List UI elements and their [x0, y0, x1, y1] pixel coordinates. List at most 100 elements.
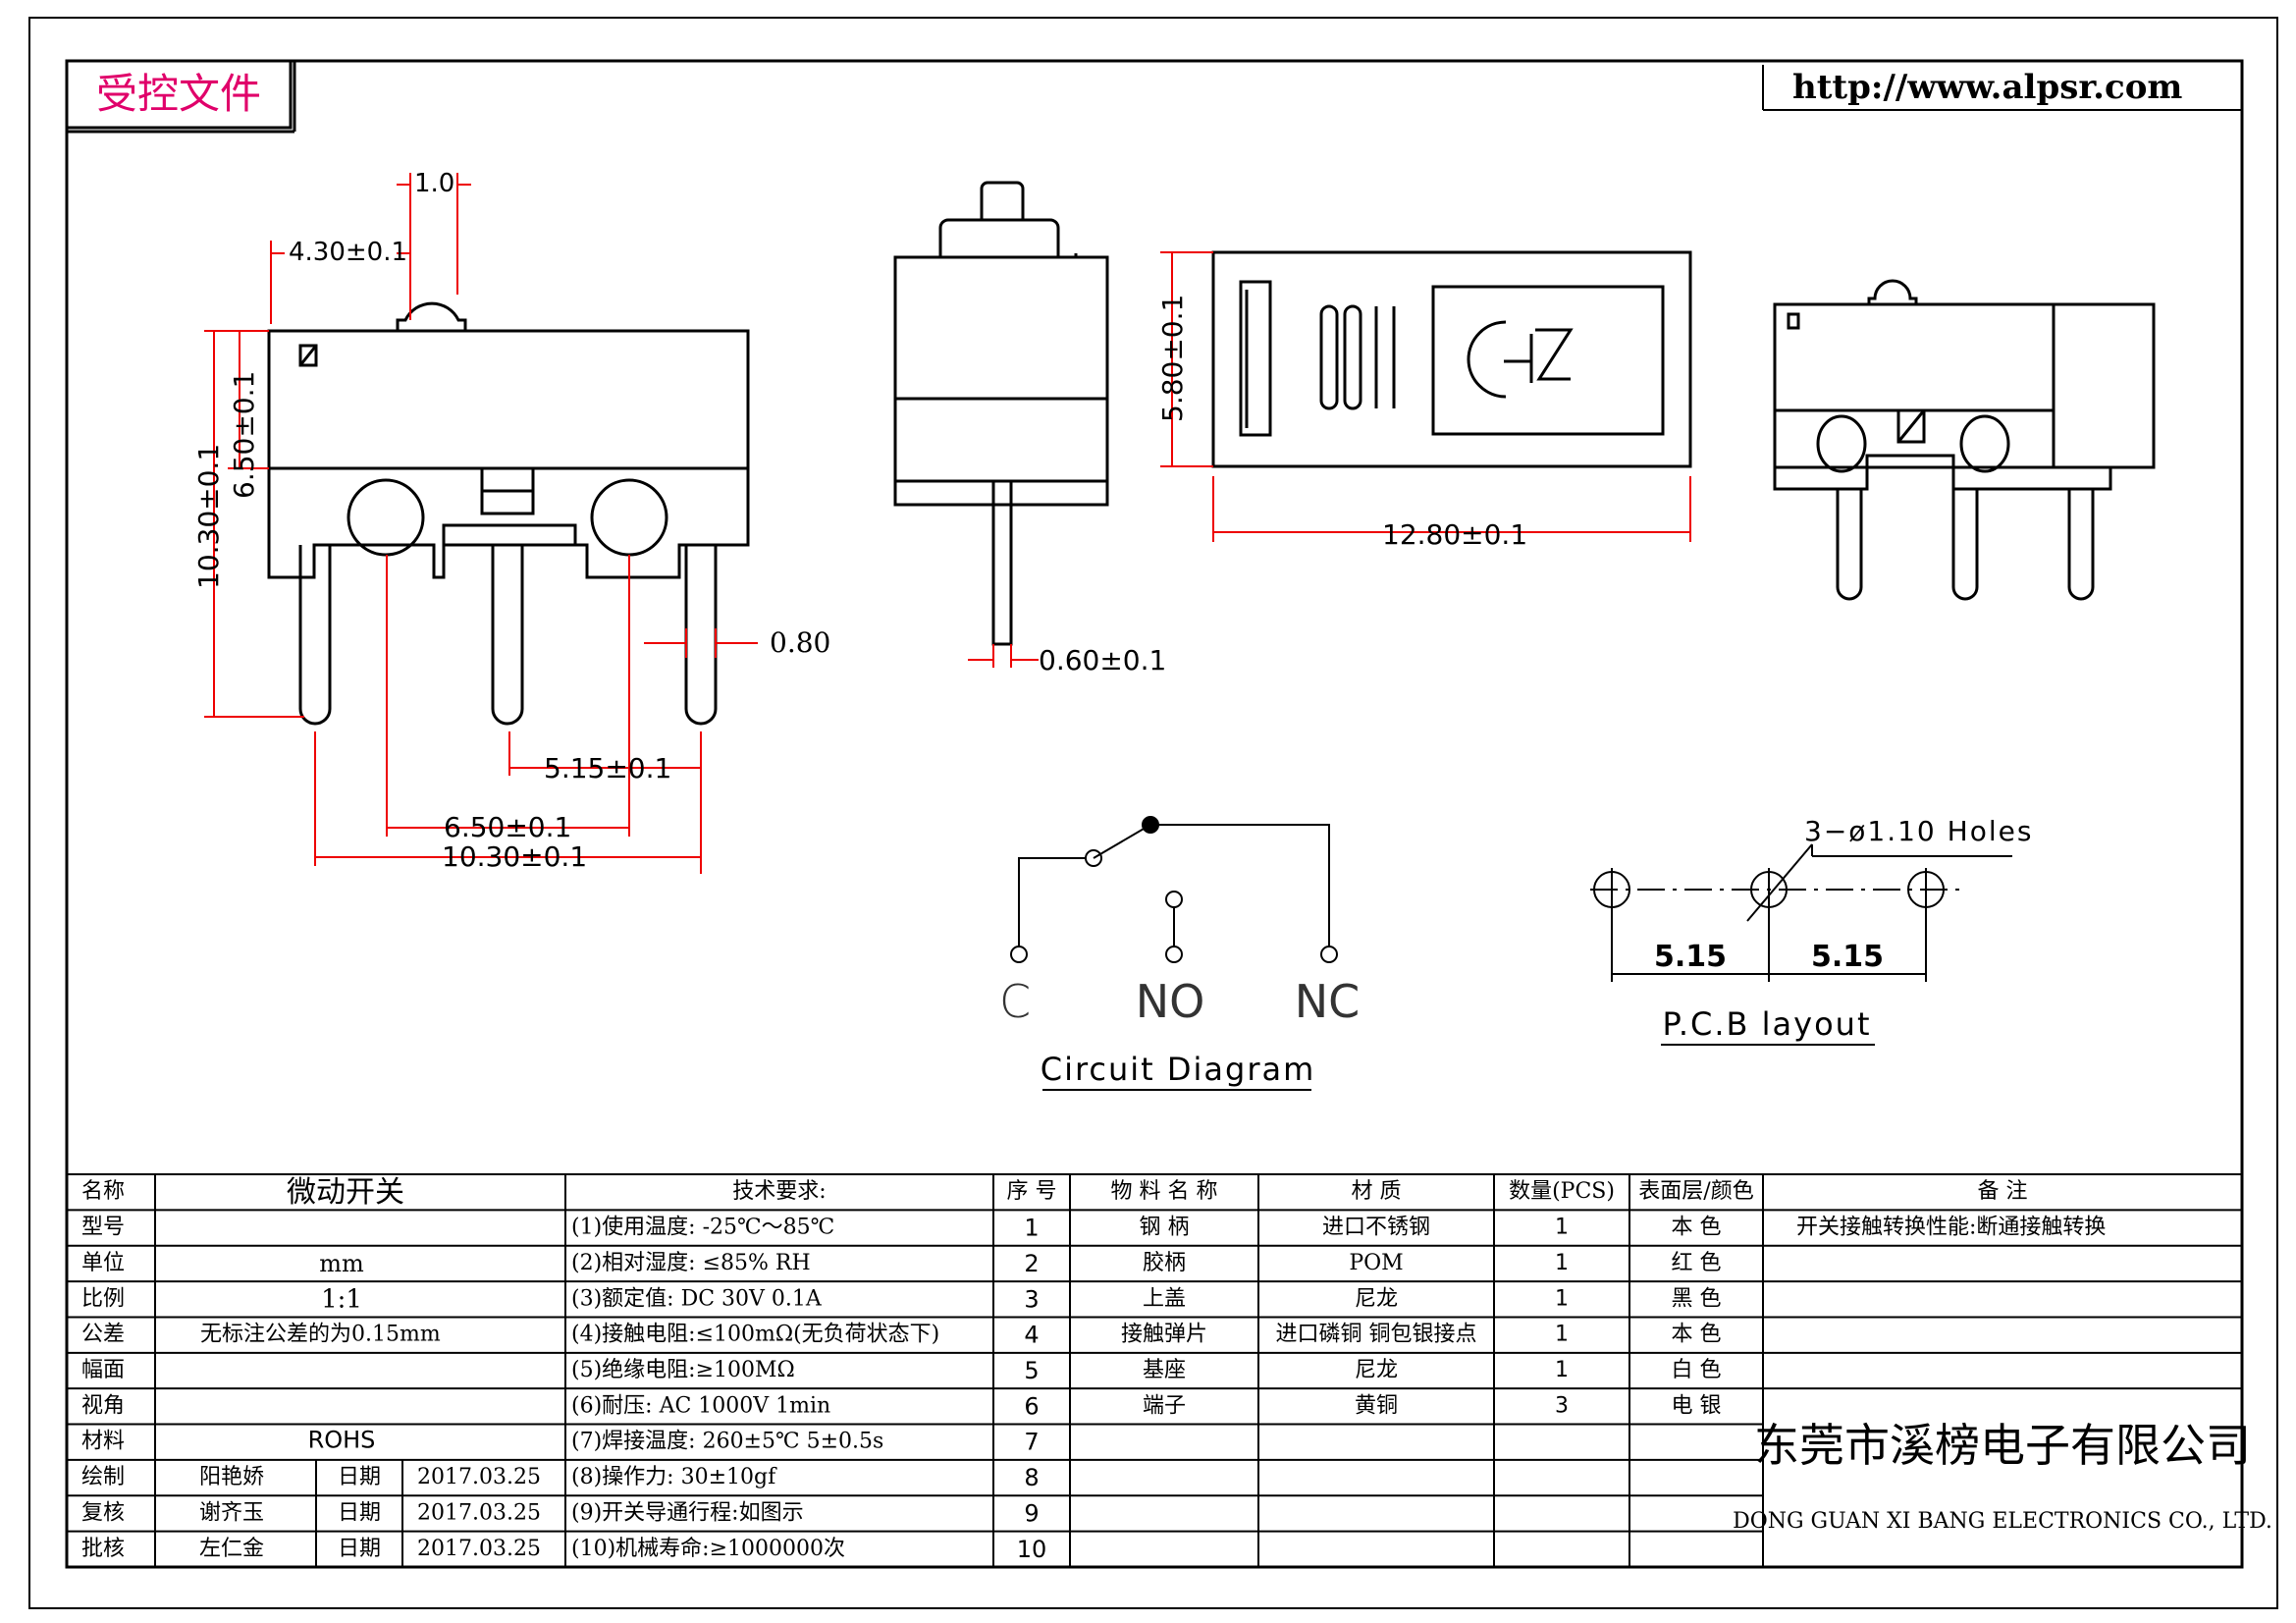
bom-no: 6	[1024, 1392, 1039, 1420]
field-label: 绘制	[81, 1465, 125, 1489]
part-name: 微动开关	[287, 1175, 404, 1210]
signer-name: 阳艳娇	[199, 1465, 264, 1489]
title-block-grid	[67, 1173, 2242, 1567]
bom-finish: 电 银	[1672, 1393, 1722, 1418]
bom-header: 序 号	[1007, 1179, 1057, 1204]
tech-requirement: (10)机械寿命:≥1000000次	[571, 1537, 845, 1561]
side-view	[267, 301, 750, 726]
bom-material: 尼龙	[1355, 1358, 1398, 1382]
controlled-stamp: 受控文件	[96, 70, 261, 118]
dim-6-50-vertical: 6.50±0.1	[228, 371, 260, 499]
circuit-label-c: C	[999, 975, 1031, 1028]
pcb-pitch-2: 5.15	[1811, 940, 1884, 974]
dim-5-15: 5.15±0.1	[544, 752, 671, 784]
field-label: 视角	[81, 1393, 125, 1418]
bom-part: 接触弹片	[1121, 1323, 1207, 1347]
pcb-pitch-1: 5.15	[1654, 940, 1727, 974]
date-label: 日期	[338, 1465, 381, 1489]
bom-qty: 1	[1555, 1216, 1569, 1240]
field-label: 单位	[81, 1251, 125, 1275]
tech-requirement: (8)操作力: 30±10gf	[571, 1465, 777, 1489]
tech-requirement: (1)使用温度: -25℃～85℃	[571, 1216, 834, 1240]
inner-border	[65, 59, 2244, 1569]
bom-header: 材 质	[1352, 1179, 1402, 1204]
tech-header: 技术要求:	[732, 1179, 826, 1204]
bom-qty: 3	[1555, 1393, 1569, 1418]
bom-remark: 开关接触转换性能:断通接触转换	[1796, 1216, 2106, 1240]
tech-requirement: (2)相对湿度: ≤85% RH	[571, 1251, 811, 1275]
bom-qty: 1	[1555, 1323, 1569, 1347]
dim-12-80: 12.80±0.1	[1382, 518, 1527, 551]
bom-qty: 1	[1555, 1286, 1569, 1311]
side-view-dimensions	[204, 173, 758, 874]
field-label: 比例	[81, 1286, 125, 1311]
bom-finish: 白 色	[1672, 1358, 1722, 1382]
rear-view	[1773, 279, 2156, 601]
circuit-diagram	[1010, 816, 1338, 1091]
company-name-en: DONG GUAN XI BANG ELECTRONICS CO., LTD.	[1733, 1509, 2272, 1534]
tech-requirement: (4)接触电阻:≤100mΩ(无负荷状态下)	[571, 1323, 939, 1347]
bom-material: 进口不锈钢	[1322, 1216, 1430, 1240]
pcb-layout	[1590, 843, 2012, 1046]
top-view	[1211, 250, 1692, 468]
bom-material: 进口磷铜 铜包银接点	[1276, 1323, 1477, 1347]
company-name-cn: 东莞市溪榜电子有限公司	[1754, 1419, 2251, 1472]
tech-requirement: (7)焊接温度: 260±5℃ 5±0.5s	[571, 1430, 883, 1454]
bom-no: 1	[1024, 1215, 1039, 1242]
bom-finish: 红 色	[1672, 1251, 1722, 1275]
bom-part: 胶柄	[1143, 1251, 1186, 1275]
unit-value: mm	[319, 1250, 364, 1277]
pcb-holes-label: 3−ø1.10 Holes	[1804, 815, 2033, 847]
field-label: 公差	[81, 1323, 125, 1347]
bom-header: 数量(PCS)	[1509, 1179, 1615, 1204]
dim-10-30-vertical: 10.30±0.1	[192, 444, 225, 589]
bom-no: 7	[1024, 1429, 1039, 1456]
dim-6-50-horizontal: 6.50±0.1	[444, 811, 571, 843]
bom-part: 上盖	[1143, 1286, 1186, 1311]
bom-header: 物 料 名 称	[1111, 1179, 1218, 1204]
signer-date: 2017.03.25	[417, 1465, 541, 1489]
tech-requirement: (9)开关导通行程:如图示	[571, 1500, 804, 1525]
dim-0-80: 0.80	[770, 626, 830, 659]
bom-material: 黄铜	[1355, 1393, 1398, 1418]
circuit-label-nc: NC	[1295, 975, 1361, 1028]
dim-1-0: 1.0	[414, 169, 454, 198]
field-label: 复核	[81, 1500, 125, 1525]
material-value: ROHS	[308, 1427, 376, 1454]
end-view-dimensions	[968, 644, 1039, 668]
signer-date: 2017.03.25	[417, 1537, 541, 1561]
bom-qty: 1	[1555, 1251, 1569, 1275]
bom-finish: 黑 色	[1672, 1286, 1722, 1311]
scale-value: 1:1	[321, 1284, 362, 1314]
bom-no: 9	[1024, 1499, 1039, 1527]
signer-name: 谢齐玉	[199, 1500, 264, 1525]
title-block-text: 名称型号单位比例公差幅面视角材料绘制复核批核微动开关mm1:1无标注公差的为0.…	[81, 1175, 2272, 1563]
field-label: 材料	[81, 1430, 125, 1454]
bom-header: 备 注	[1978, 1179, 2028, 1204]
bom-material: POM	[1349, 1251, 1403, 1275]
tolerance-value: 无标注公差的为0.15mm	[200, 1323, 441, 1347]
date-label: 日期	[338, 1500, 381, 1525]
website-url[interactable]: http://www.alpsr.com	[1792, 68, 2182, 107]
field-label: 幅面	[81, 1358, 125, 1382]
tech-requirement: (6)耐压: AC 1000V 1min	[571, 1393, 830, 1418]
dim-5-80: 5.80±0.1	[1156, 295, 1189, 422]
circuit-label-no: NO	[1136, 975, 1205, 1028]
date-label: 日期	[338, 1537, 381, 1561]
bom-no: 2	[1024, 1250, 1039, 1277]
outer-border	[28, 17, 2278, 1609]
field-label: 名称	[81, 1179, 125, 1204]
controlled-stamp-box	[65, 59, 293, 130]
bom-no: 8	[1024, 1464, 1039, 1491]
bom-no: 5	[1024, 1357, 1039, 1384]
bom-part: 基座	[1143, 1358, 1186, 1382]
tech-requirement: (3)额定值: DC 30V 0.1A	[571, 1286, 823, 1311]
dim-0-60: 0.60±0.1	[1039, 644, 1166, 676]
bom-qty: 1	[1555, 1358, 1569, 1382]
field-label: 型号	[81, 1216, 125, 1240]
bom-finish: 本 色	[1672, 1216, 1722, 1240]
end-view	[893, 181, 1109, 646]
bom-no: 4	[1024, 1322, 1039, 1349]
bom-no: 3	[1024, 1285, 1039, 1313]
